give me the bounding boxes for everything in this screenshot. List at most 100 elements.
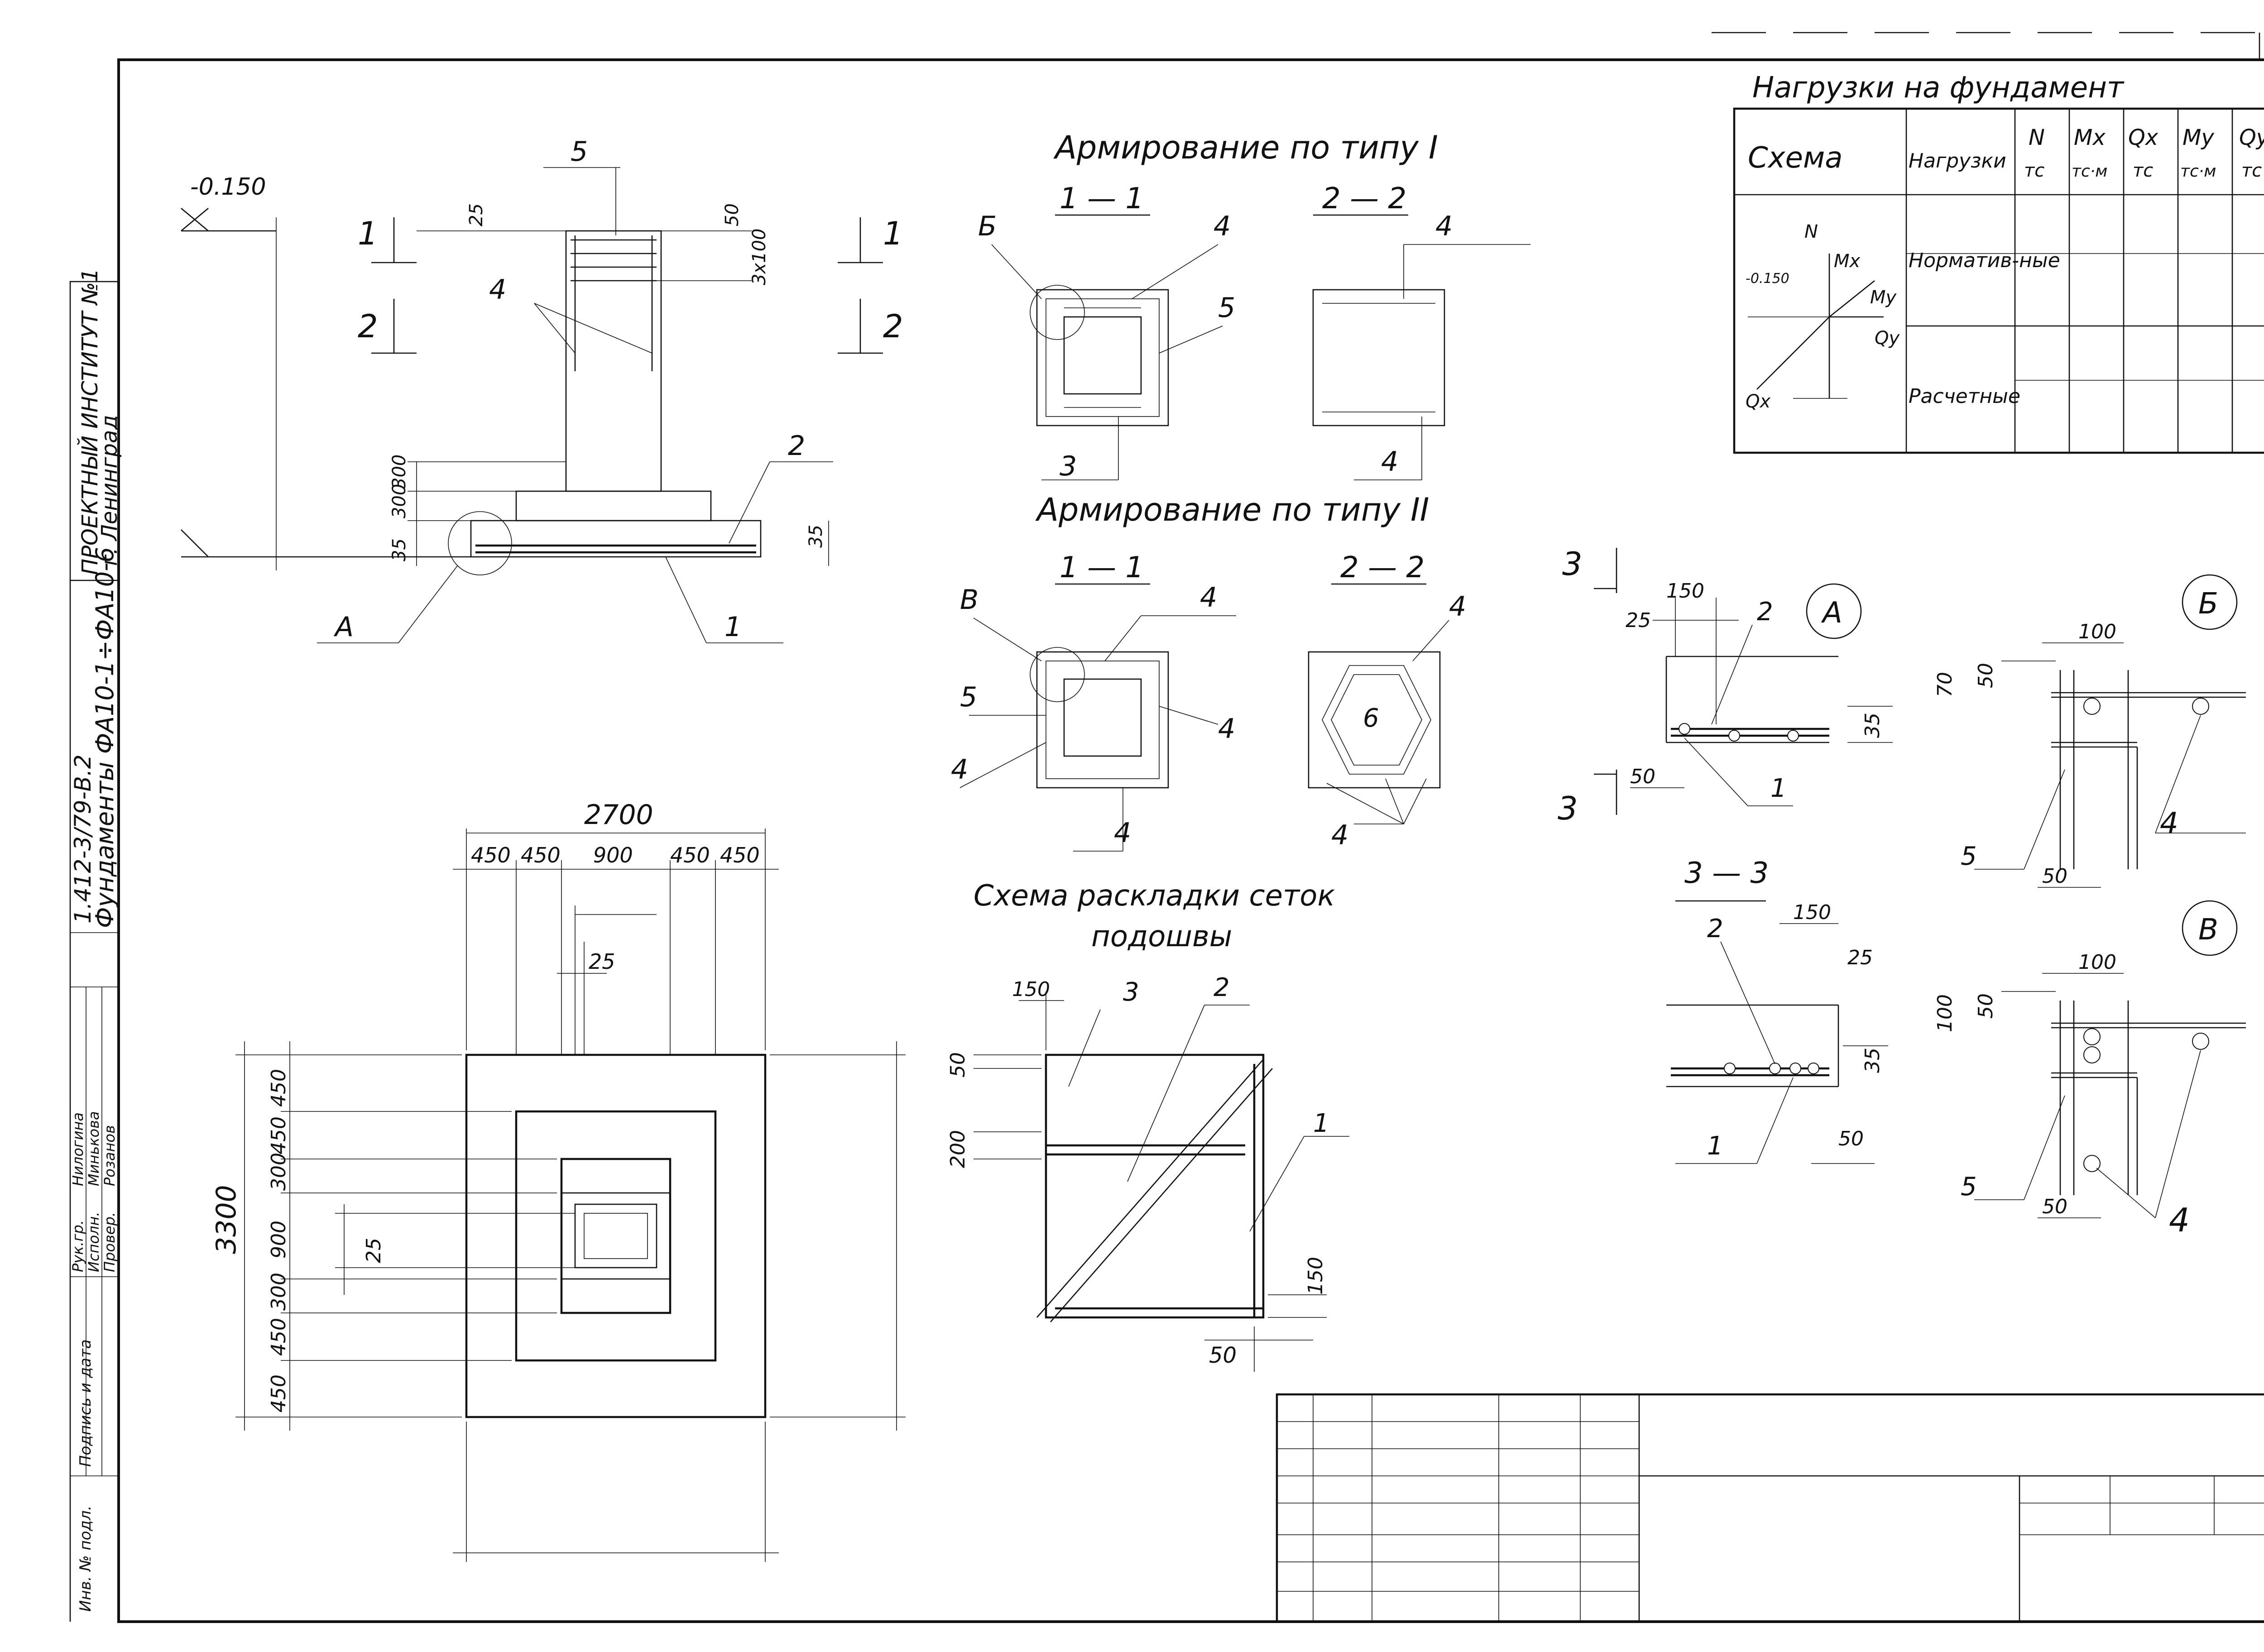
type2-section-a: 1 — 1 [1060, 551, 1144, 584]
loads-table-title: Нагрузки на фундамент [1752, 71, 2125, 105]
type2-section-b: 2 — 2 [1340, 551, 1425, 584]
dim-3x100: 3x100 [749, 229, 770, 285]
detail-A-dim-25: 25 [1626, 609, 1651, 632]
detail-A-section-bottom: 3 [1558, 790, 1578, 827]
t2-callout-5: 5 [960, 681, 977, 713]
col-qy-unit: тс [2241, 160, 2262, 181]
plan-left-dim-2: 450 [267, 1116, 290, 1154]
row-design: Расчетные [1909, 385, 2020, 408]
col-n-name: N [2029, 125, 2045, 150]
mesh-dim-150-right: 150 [1304, 1257, 1327, 1295]
detail-V-callout-5: 5 [1961, 1172, 1977, 1202]
detail-A-dim-150: 150 [1666, 579, 1704, 603]
detail-A-callout-1: 1 [1770, 774, 1787, 803]
plan-overall-height: 3300 [211, 1185, 242, 1254]
plan-left-dim-1: 450 [267, 1069, 290, 1107]
col-scheme: Схема [1748, 141, 1842, 175]
section-3-3-dim-50: 50 [1838, 1127, 1864, 1150]
col-mx-unit: тс·м [2072, 162, 2107, 181]
callout-4: 4 [489, 274, 506, 306]
callout-1: 1 [724, 611, 742, 643]
detail-B-label: Б [2198, 587, 2218, 621]
row-normative: Норматив-ные [1909, 249, 2060, 272]
plan-top-dim-2: 450 [521, 843, 561, 867]
detail-V-dim-100-left: 100 [1933, 994, 1957, 1032]
t1-callout-4a: 4 [1214, 211, 1231, 242]
section-3-3-dim-25: 25 [1847, 946, 1873, 969]
detail-A-callout-2: 2 [1757, 597, 1773, 627]
detail-B-dim-50-top: 50 [1974, 663, 1997, 688]
detail-A-label: А [1821, 596, 1842, 630]
dim-300-b: 300 [389, 484, 410, 518]
mesh-dim-200: 200 [946, 1130, 969, 1168]
dim-300-c: 35 [389, 538, 410, 561]
detail-B-dim-50-bottom: 50 [2042, 865, 2067, 888]
detail-V: В 100 50 100 50 5 4 [1933, 900, 2246, 1239]
detail-A: А 3 3 150 25 35 50 2 1 [1558, 546, 1893, 827]
plan-top-dim-5: 450 [720, 843, 760, 867]
col-my-unit: тс·м [2180, 162, 2216, 181]
t2-callout-4c: 4 [951, 754, 968, 785]
callout-A: А [333, 611, 354, 643]
foundation-elevation: -0.150 А 1 2 5 4 [181, 136, 903, 643]
t2-callout-4f: 4 [1331, 819, 1348, 851]
t1-callout-3: 3 [1060, 450, 1077, 482]
mesh-dim-50: 50 [946, 1052, 969, 1077]
scheme-level: -0.150 [1746, 271, 1789, 287]
section-3-3-callout-1: 1 [1707, 1131, 1723, 1161]
type1-title: Армирование по типу I [1053, 129, 1438, 166]
t2-callout-4a: 4 [1200, 582, 1217, 613]
col-mx-name: Mx [2074, 125, 2106, 150]
t2-callout-4d: 4 [1114, 817, 1131, 849]
callout-5: 5 [571, 136, 588, 168]
plan-inner-dim: 25 [589, 949, 615, 974]
detail-B-callout-5: 5 [1961, 842, 1977, 871]
role-2: Исполн. [85, 1211, 102, 1272]
sheet-frame: 16 [117, 32, 2264, 1623]
detail-V-label: В [2198, 913, 2218, 947]
detail-A-section-top: 3 [1562, 546, 1583, 583]
type1-section-a: 1 — 1 [1060, 182, 1144, 215]
type2-title: Армирование по типу II [1035, 491, 1429, 528]
name-3: Розанов [101, 1125, 118, 1186]
section-mark-1-right: 1 [883, 215, 903, 252]
dim-35: 35 [806, 525, 826, 548]
mesh-title-2: подошвы [1091, 920, 1232, 953]
detail-V-callout-4: 4 [2169, 1201, 2190, 1239]
title-block [1276, 1393, 2264, 1623]
role-3: Провер. [101, 1212, 118, 1272]
scheme-mx: Mx [1834, 251, 1861, 272]
dim-25: 25 [466, 203, 487, 226]
sheet-title: Фундаменты ФА10-1÷ФА10-6 [91, 547, 119, 928]
callout-2: 2 [788, 430, 805, 462]
type1-section-b: 2 — 2 [1322, 182, 1406, 215]
section-3-3-title: 3 — 3 [1684, 857, 1769, 890]
plan-overall-width: 2700 [584, 799, 653, 831]
mesh-title-1: Схема раскладки сеток [974, 879, 1335, 913]
plan-left-dim-5: 300 [267, 1273, 290, 1311]
col-qy-name: Qy [2239, 125, 2264, 150]
t2-callout-4e: 4 [1449, 591, 1466, 622]
mesh-callout-3: 3 [1123, 977, 1139, 1007]
detail-A-dim-50: 50 [1630, 765, 1655, 788]
foundation-plan: 2700 450 450 900 450 450 25 3300 450 450… [211, 799, 906, 1562]
dim-300-a: 300 [389, 455, 410, 489]
detail-B-dim-100: 100 [2078, 620, 2116, 643]
plan-top-dim-4: 450 [670, 843, 710, 867]
name-1: Нилогина [69, 1112, 86, 1186]
dim-50: 50 [722, 203, 743, 226]
detail-V-dim-50-bottom: 50 [2042, 1195, 2067, 1218]
callout-B: Б [978, 211, 997, 242]
mesh-callout-1: 1 [1313, 1109, 1329, 1138]
detail-A-dim-35: 35 [1861, 713, 1884, 738]
plan-left-dim-3: 300 [267, 1153, 290, 1191]
loads-table: Нагрузки на фундамент Схема Нагрузки N т… [1733, 71, 2264, 454]
detail-B-callout-4: 4 [2160, 807, 2178, 840]
reinforcement-type-1: Армирование по типу I 1 — 1 2 — 2 Б 4 5 … [978, 129, 1530, 482]
col-qx-unit: тс [2133, 160, 2153, 181]
col-my-name: My [2182, 125, 2214, 150]
series-code: 1.412-3/79-В.2 [70, 754, 96, 924]
section-3-3-callout-2: 2 [1707, 914, 1723, 943]
section-3-3-dim-150: 150 [1793, 901, 1831, 924]
